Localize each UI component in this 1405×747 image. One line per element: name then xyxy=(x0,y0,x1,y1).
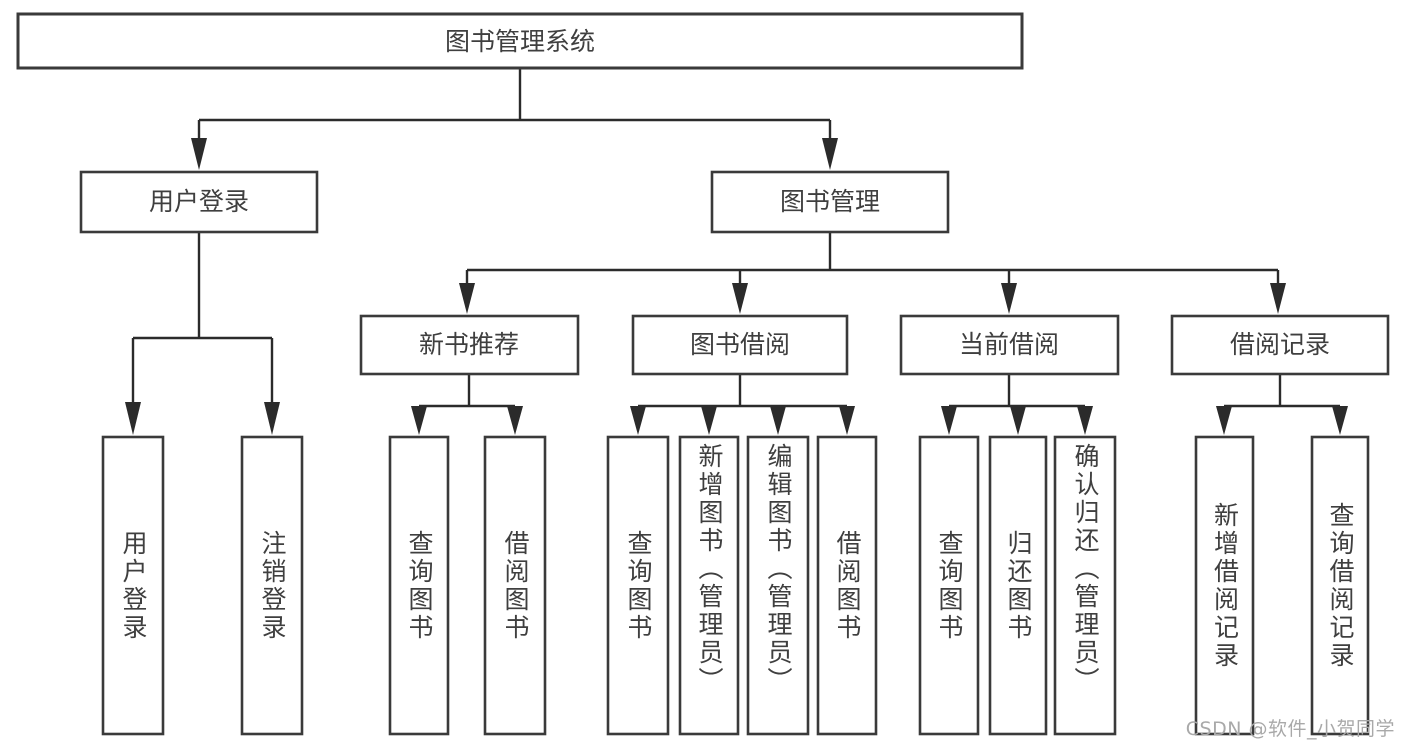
leaf-box-confirm-return[interactable] xyxy=(1053,435,1117,736)
arrow-head-borrow-record-leaf-1 xyxy=(1216,406,1232,435)
arrow-head-user-login xyxy=(191,138,207,170)
arrow-head-borrow-record-leaf-2 xyxy=(1332,406,1348,435)
arrow-head-leaf-user-login xyxy=(125,402,141,435)
node-book-borrow[interactable]: 图书借阅 xyxy=(631,314,849,376)
node-current-borrow[interactable]: 当前借阅 xyxy=(899,314,1120,376)
arrow-head-borrow-record xyxy=(1270,283,1286,314)
leaf-box-borrow-book-2[interactable] xyxy=(816,435,878,736)
leaf-box-query-book-2[interactable] xyxy=(606,435,670,736)
node-book-manage[interactable]: 图书管理 xyxy=(710,170,950,234)
connector-group-current-borrow-to-leaves xyxy=(941,374,1093,435)
leaf-box-add-record[interactable] xyxy=(1194,435,1255,736)
node-book-borrow-label: 图书借阅 xyxy=(690,330,790,359)
node-book-manage-box[interactable] xyxy=(710,170,950,234)
connector-group-book-borrow-to-leaves xyxy=(630,374,855,435)
leaf-box-query-record[interactable] xyxy=(1310,435,1370,736)
connector-group-new-book-to-leaves xyxy=(411,374,523,435)
arrow-head-current-borrow xyxy=(1001,283,1017,314)
leaf-box-query-book-1[interactable] xyxy=(388,435,450,736)
node-current-borrow-label: 当前借阅 xyxy=(959,330,1059,359)
arrow-head-current-borrow-leaf-3 xyxy=(1077,406,1093,435)
node-book-manage-label: 图书管理 xyxy=(780,187,880,216)
arrow-head-book-borrow-leaf-3 xyxy=(770,406,786,435)
arrow-head-new-book xyxy=(459,283,475,314)
node-new-book-recommend-box[interactable] xyxy=(359,314,580,376)
connector-group-root-to-level2 xyxy=(191,68,838,170)
leaf-box-user-login[interactable] xyxy=(101,435,165,736)
leaf-box-borrow-book-1[interactable] xyxy=(483,435,547,736)
node-current-borrow-box[interactable] xyxy=(899,314,1120,376)
node-new-book-recommend-label: 新书推荐 xyxy=(419,330,519,359)
leaf-box-logout[interactable] xyxy=(240,435,304,736)
leaf-box-return-book[interactable] xyxy=(988,435,1048,736)
csdn-watermark: CSDN @软件_小贺同学 xyxy=(1185,718,1395,740)
node-book-borrow-box[interactable] xyxy=(631,314,849,376)
node-borrow-record-box[interactable] xyxy=(1170,314,1390,376)
arrow-head-new-book-leaf-2 xyxy=(507,406,523,435)
leaf-box-edit-book-admin[interactable] xyxy=(746,435,810,736)
arrow-head-current-borrow-leaf-1 xyxy=(941,406,957,435)
node-new-book-recommend[interactable]: 新书推荐 xyxy=(359,314,580,376)
arrow-head-leaf-logout xyxy=(264,402,280,435)
arrow-head-book-borrow-leaf-4 xyxy=(839,406,855,435)
node-user-login[interactable]: 用户登录 xyxy=(79,170,319,234)
connector-group-borrow-record-to-leaves xyxy=(1216,374,1348,435)
arrow-head-book-borrow xyxy=(732,283,748,314)
leaf-box-add-book-admin[interactable] xyxy=(678,435,740,736)
node-borrow-record[interactable]: 借阅记录 xyxy=(1170,314,1390,376)
node-root-label: 图书管理系统 xyxy=(445,27,595,56)
node-root[interactable]: 图书管理系统 xyxy=(16,12,1024,70)
node-user-login-label: 用户登录 xyxy=(149,187,249,216)
connector-group-user-login-to-leaves xyxy=(125,232,280,435)
arrow-head-book-borrow-leaf-1 xyxy=(630,406,646,435)
arrow-head-book-manage xyxy=(822,138,838,170)
arrow-head-new-book-leaf-1 xyxy=(411,406,427,435)
leaf-box-query-book-3[interactable] xyxy=(918,435,980,736)
node-borrow-record-label: 借阅记录 xyxy=(1230,330,1330,359)
node-root-box[interactable] xyxy=(16,12,1024,70)
node-user-login-box[interactable] xyxy=(79,170,319,234)
arrow-head-current-borrow-leaf-2 xyxy=(1010,406,1026,435)
connector-group-book-manage-to-level3 xyxy=(459,232,1286,314)
arrow-head-book-borrow-leaf-2 xyxy=(701,406,717,435)
leaf-box-group xyxy=(101,435,1370,736)
